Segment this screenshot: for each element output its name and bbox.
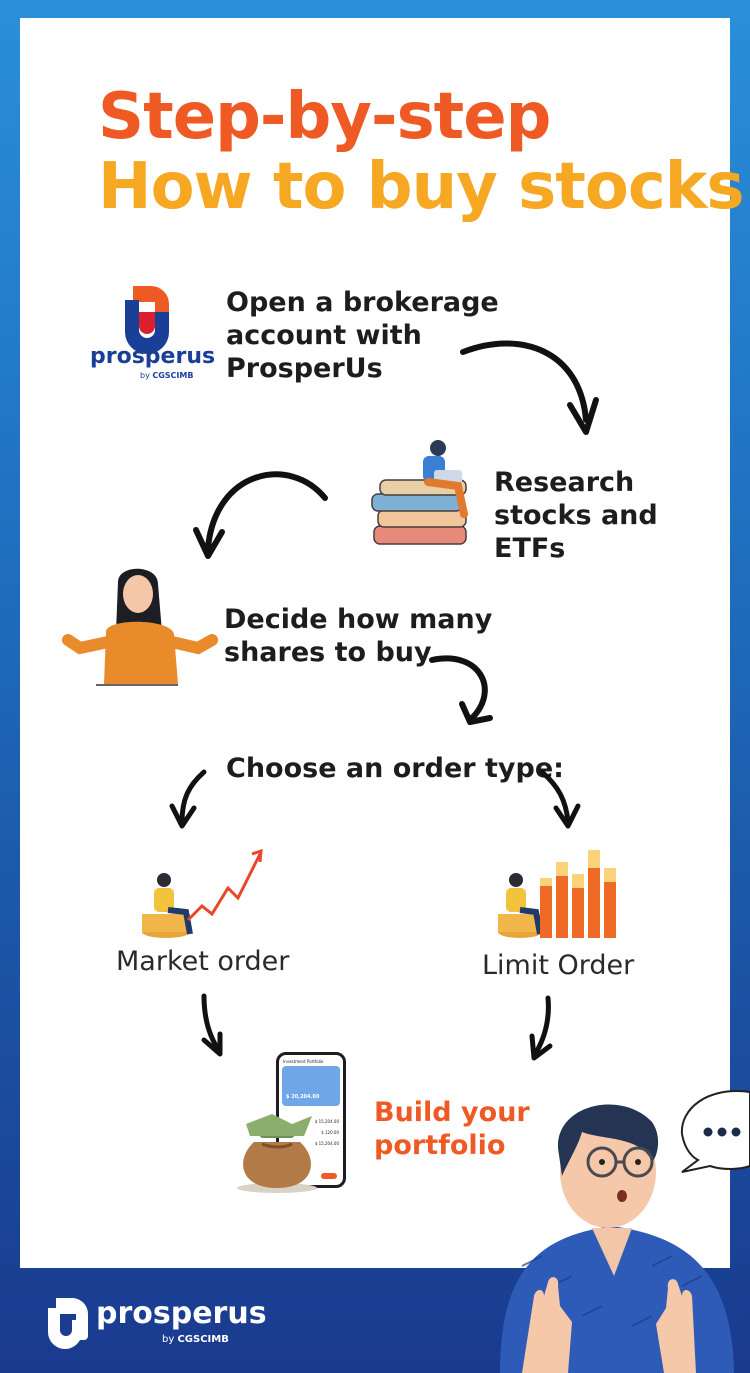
woman-shrugging-illustration xyxy=(62,568,218,686)
step-research: Research stocks and ETFs xyxy=(494,467,658,564)
prosperus-wordmark: prosperus xyxy=(90,344,216,369)
step-order-type: Choose an order type: xyxy=(226,753,564,784)
step-decide: Decide how many shares to buy xyxy=(224,604,493,668)
step-open-account: Open a brokerage account with ProsperUs xyxy=(226,287,499,384)
title-line-2: How to buy stocks xyxy=(98,150,744,224)
footer-prosperus-logo: prosperus by CGSCIMB xyxy=(46,1296,267,1352)
prosperus-logo: prosperus by CGSCIMB xyxy=(88,282,215,387)
research-books-illustration xyxy=(371,440,468,545)
footer-cgscimb-badge: by CGSCIMB xyxy=(162,1334,229,1345)
man-with-glasses-illustration xyxy=(500,1104,734,1373)
footer-wordmark: prosperus xyxy=(96,1296,267,1331)
step-build-portfolio: Build your portfolio xyxy=(374,1097,530,1161)
footer-logo-mark xyxy=(48,1298,88,1349)
phone-chart-card: $ 20,204.00 xyxy=(282,1066,340,1106)
prosperus-logo-mark xyxy=(125,286,169,354)
cgscimb-badge: by CGSCIMB xyxy=(140,371,194,380)
money-bag-icon xyxy=(237,1114,317,1193)
speech-bubble-icon xyxy=(680,1090,750,1173)
phone-balance: $ 20,204.00 xyxy=(286,1094,320,1100)
market-order-illustration xyxy=(142,848,263,938)
phone-action-button xyxy=(321,1173,337,1179)
market-order-label: Market order xyxy=(116,946,290,977)
phone-rows: $ 15,204.00 $ 120.00 $ 15,204.00 xyxy=(314,1119,339,1146)
limit-order-label: Limit Order xyxy=(482,950,635,981)
title-line-1: Step-by-step xyxy=(98,80,551,154)
phone-header: Investment Portfolio xyxy=(283,1059,324,1064)
limit-order-illustration xyxy=(498,850,616,938)
